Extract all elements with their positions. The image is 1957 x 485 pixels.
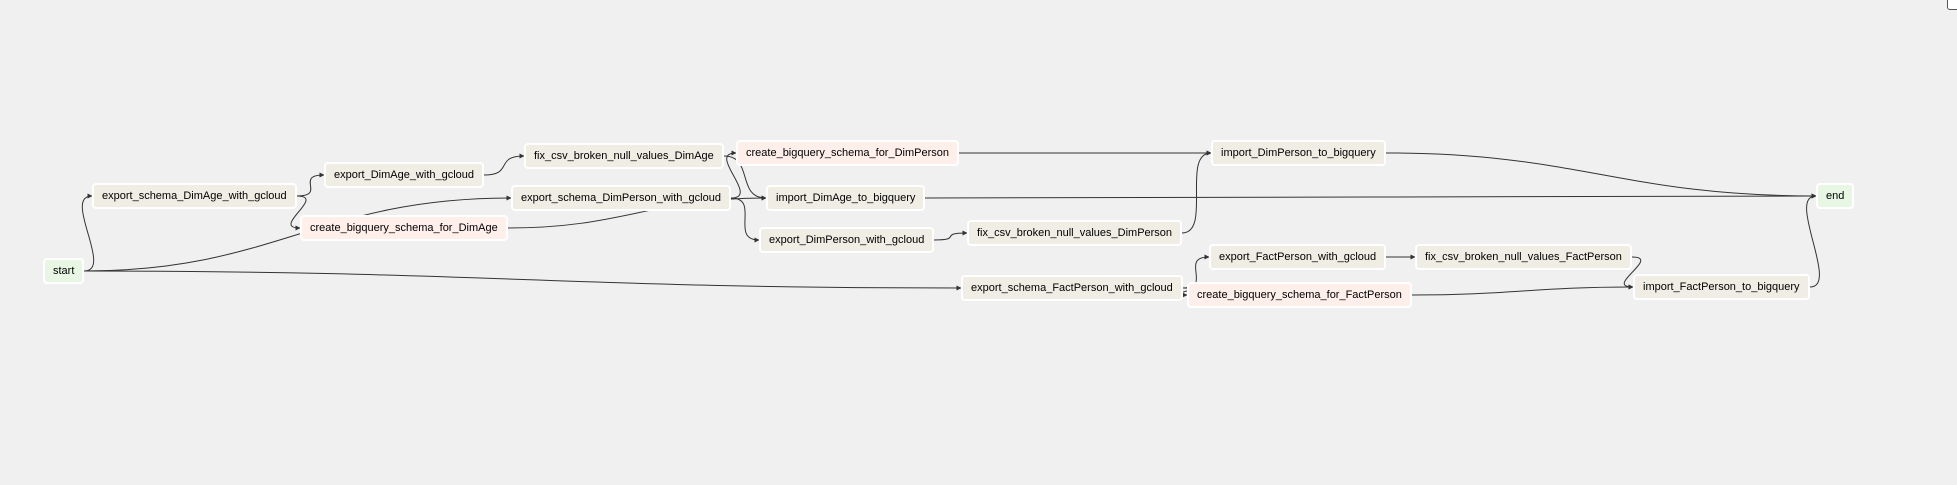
task-node-end[interactable]: end (1816, 183, 1855, 209)
task-node-fix-csv-dimperson[interactable]: fix_csv_broken_null_values_DimPerson (967, 220, 1183, 246)
task-node-export-factperson[interactable]: export_FactPerson_with_gcloud (1209, 244, 1387, 270)
edge-fix-csv-dimage-to-import-dimage (723, 155, 767, 201)
task-node-import-dimperson[interactable]: import_DimPerson_to_bigquery (1211, 140, 1386, 166)
edge-import-dimperson-to-end (1385, 152, 1817, 199)
edge-export-dimage-to-fix-csv-dimage (483, 153, 525, 176)
task-node-create-schema-dimage[interactable]: create_bigquery_schema_for_DimAge (300, 215, 508, 241)
task-node-start[interactable]: start (43, 258, 85, 284)
task-node-import-dimage[interactable]: import_DimAge_to_bigquery (766, 185, 926, 211)
edge-export-schema-dimage-to-create-schema-dimage (290, 195, 307, 231)
task-node-export-dimperson[interactable]: export_DimPerson_with_gcloud (759, 227, 935, 253)
edge-export-schema-dimperson-to-export-dimperson (730, 197, 760, 243)
edge-export-schema-dimperson-to-create-schema-dimperson (726, 150, 741, 199)
task-node-import-factperson[interactable]: import_FactPerson_to_bigquery (1633, 274, 1810, 300)
task-node-create-schema-factperson[interactable]: create_bigquery_schema_for_FactPerson (1187, 282, 1412, 308)
task-node-export-schema-factperson[interactable]: export_schema_FactPerson_with_gcloud (961, 275, 1183, 301)
corner-control-button[interactable] (1947, 0, 1957, 10)
edge-start-to-export-schema-dimperson (83, 195, 512, 272)
edge-import-dimage-to-end (924, 193, 1817, 199)
edge-fix-csv-dimperson-to-import-dimperson (1181, 150, 1212, 234)
task-node-fix-csv-factperson[interactable]: fix_csv_broken_null_values_FactPerson (1415, 244, 1632, 270)
edge-create-schema-factperson-to-import-factperson (1411, 284, 1634, 296)
edge-start-to-export-schema-factperson (83, 270, 962, 291)
edge-export-dimperson-to-fix-csv-dimperson (933, 230, 968, 241)
edge-export-schema-dimage-to-export-dimage (296, 172, 325, 197)
edge-fix-csv-factperson-to-import-factperson (1623, 256, 1642, 290)
task-node-export-schema-dimage[interactable]: export_schema_DimAge_with_gcloud (92, 183, 297, 209)
task-node-fix-csv-dimage[interactable]: fix_csv_broken_null_values_DimAge (524, 143, 724, 169)
task-node-export-dimage[interactable]: export_DimAge_with_gcloud (324, 162, 485, 188)
task-node-export-schema-dimperson[interactable]: export_schema_DimPerson_with_gcloud (511, 185, 731, 211)
edge-start-to-export-schema-dimage (81, 193, 95, 272)
edge-import-factperson-to-end (1806, 193, 1820, 288)
task-node-create-schema-dimperson[interactable]: create_bigquery_schema_for_DimPerson (736, 140, 959, 166)
